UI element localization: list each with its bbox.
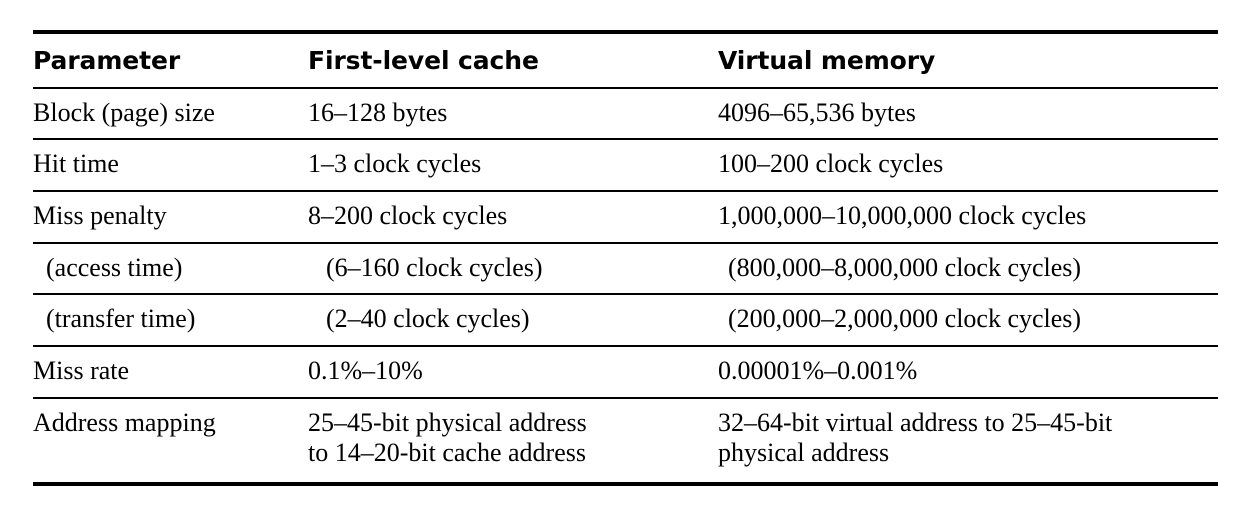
table-header: Parameter First-level cache Virtual memo… (33, 30, 1218, 89)
cell-virtual-memory: 32–64-bit virtual address to 25–45-bit p… (718, 397, 1218, 486)
cell-virtual-memory: 1,000,000–10,000,000 clock cycles (718, 190, 1218, 244)
cell-parameter: (access time) (33, 242, 308, 296)
column-header-first-level-cache: First-level cache (308, 34, 718, 89)
cell-first-level-cache: (2–40 clock cycles) (308, 294, 718, 347)
comparison-table-container: Parameter First-level cache Virtual memo… (33, 30, 1218, 486)
table-row: (access time)(6–160 clock cycles)(800,00… (33, 242, 1218, 296)
cell-parameter: Hit time (33, 139, 308, 192)
cache-vs-virtual-memory-table: Parameter First-level cache Virtual memo… (33, 30, 1218, 486)
cell-virtual-memory: (800,000–8,000,000 clock cycles) (718, 242, 1218, 296)
table-row: (transfer time)(2–40 clock cycles)(200,0… (33, 294, 1218, 347)
cell-first-level-cache: 8–200 clock cycles (308, 190, 718, 244)
cell-parameter: Block (page) size (33, 87, 308, 141)
column-header-virtual-memory: Virtual memory (718, 34, 1218, 89)
cell-first-level-cache: (6–160 clock cycles) (308, 242, 718, 296)
table-header-row: Parameter First-level cache Virtual memo… (33, 34, 1218, 89)
cell-first-level-cache: 1–3 clock cycles (308, 139, 718, 192)
cell-parameter: Address mapping (33, 397, 308, 486)
cell-parameter: Miss rate (33, 345, 308, 399)
cell-virtual-memory: 100–200 clock cycles (718, 139, 1218, 192)
cell-parameter: Miss penalty (33, 190, 308, 244)
cell-first-level-cache: 0.1%–10% (308, 345, 718, 399)
cell-first-level-cache: 25–45-bit physical address to 14–20-bit … (308, 397, 718, 486)
cell-first-level-cache: 16–128 bytes (308, 87, 718, 141)
cell-virtual-memory: 4096–65,536 bytes (718, 87, 1218, 141)
cell-virtual-memory: (200,000–2,000,000 clock cycles) (718, 294, 1218, 347)
column-header-parameter: Parameter (33, 34, 308, 89)
cell-parameter: (transfer time) (33, 294, 308, 347)
cell-virtual-memory: 0.00001%–0.001% (718, 345, 1218, 399)
